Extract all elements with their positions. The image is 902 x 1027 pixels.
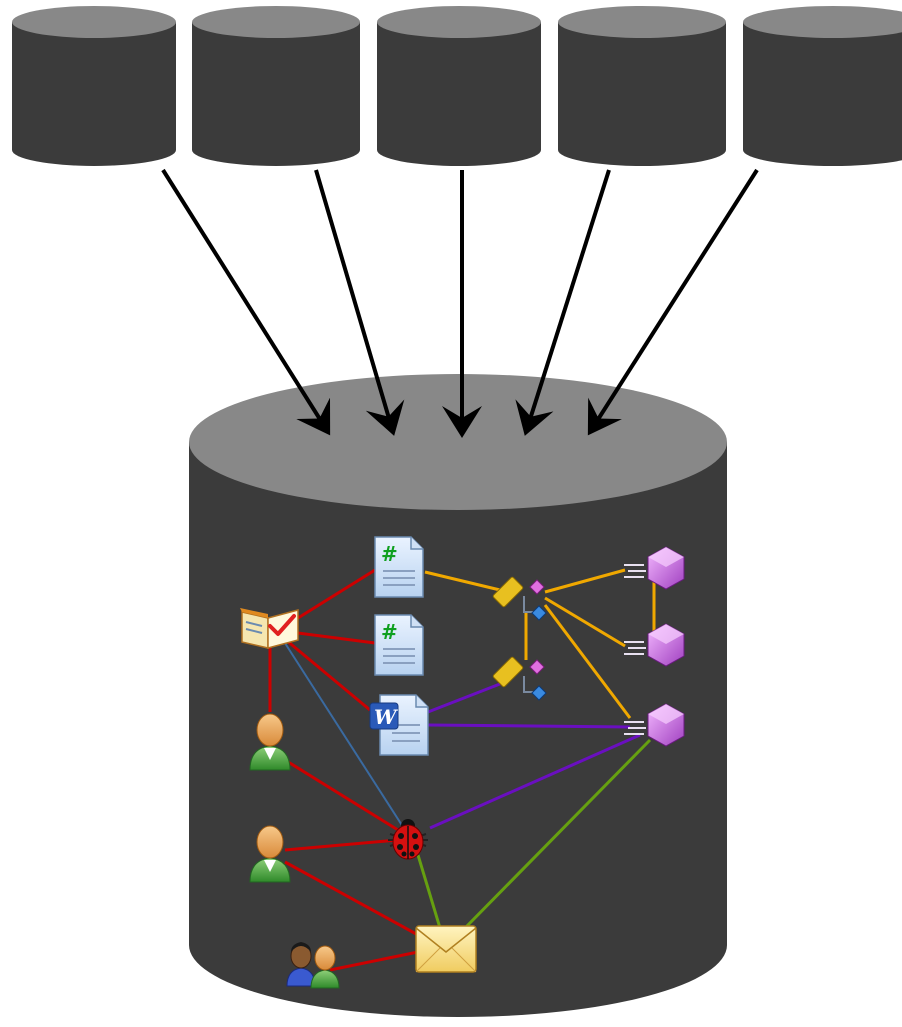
edge-email-method3 bbox=[463, 738, 652, 930]
user-group-icon bbox=[286, 942, 340, 989]
source-database-1 bbox=[12, 6, 176, 166]
source-database-5 bbox=[743, 6, 902, 166]
edge-bug-method3 bbox=[429, 733, 641, 830]
word-document-icon: W bbox=[369, 694, 429, 756]
edge-book-csfile1 bbox=[297, 568, 376, 620]
edge-book-worddoc bbox=[285, 638, 371, 712]
edge-person2-email bbox=[284, 860, 419, 937]
project-book-icon bbox=[240, 608, 299, 649]
edge-class1-method1 bbox=[544, 568, 626, 594]
svg-text:#: # bbox=[381, 620, 398, 644]
edge-book-csfile2 bbox=[289, 630, 376, 645]
edge-book-bug bbox=[282, 639, 406, 831]
csharp-source-file-icon: # bbox=[374, 536, 424, 598]
edge-worddoc-method3 bbox=[427, 723, 631, 729]
arrow-2 bbox=[314, 169, 405, 436]
method-icon bbox=[624, 546, 685, 590]
svg-text:W: W bbox=[374, 705, 399, 729]
source-database-4 bbox=[558, 6, 726, 166]
method-icon bbox=[624, 703, 685, 747]
arrow-4 bbox=[515, 169, 611, 436]
edge-group-email bbox=[329, 950, 419, 972]
source-database-2 bbox=[192, 6, 360, 166]
edge-csfile1-class1 bbox=[424, 570, 501, 592]
arrow-5 bbox=[587, 168, 759, 436]
graph-edges bbox=[268, 568, 656, 972]
edge-person1-bug bbox=[284, 758, 399, 832]
method-icon bbox=[624, 623, 685, 667]
user-icon bbox=[249, 713, 291, 771]
class-hierarchy-icon bbox=[492, 656, 547, 701]
edge-worddoc-class2 bbox=[427, 680, 506, 714]
ingest-arrows bbox=[161, 168, 759, 438]
arrow-1 bbox=[161, 168, 331, 436]
envelope-email-icon bbox=[415, 925, 477, 973]
edge-bug-email bbox=[416, 854, 442, 929]
csharp-source-file-icon: # bbox=[374, 614, 424, 676]
class-hierarchy-icon bbox=[492, 576, 547, 621]
ladybug-bug-icon bbox=[388, 819, 428, 860]
edge-class1-method3 bbox=[543, 604, 632, 719]
svg-text:#: # bbox=[381, 542, 398, 566]
edge-person2-bug bbox=[284, 838, 399, 852]
edge-class1-method2 bbox=[544, 596, 626, 648]
user-icon bbox=[249, 825, 291, 883]
source-database-3 bbox=[377, 6, 541, 166]
